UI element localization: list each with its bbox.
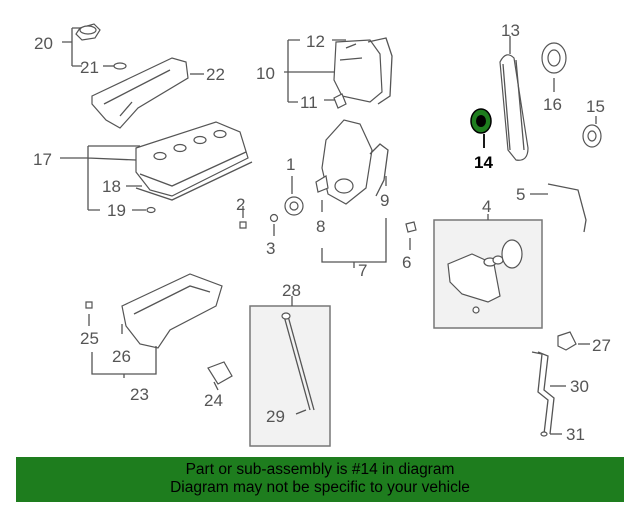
parts-diagram: 20 21 22 17 18 19 10 11 12 13 16 <box>33 21 611 447</box>
banner-line-1: Part or sub-assembly is #14 in diagram <box>185 461 455 478</box>
oil-level-tube-part <box>531 351 555 435</box>
callout-28: 28 <box>282 281 301 300</box>
callout-1: 1 <box>286 155 295 174</box>
callout-23: 23 <box>130 385 149 404</box>
oil-cap-part <box>75 23 101 41</box>
oil-filter-adapter-part <box>557 331 577 351</box>
oil-pan-part <box>121 273 223 349</box>
callout-10: 10 <box>256 64 275 83</box>
highlight-banner: Part or sub-assembly is #14 in diagram D… <box>16 457 624 502</box>
callout-18: 18 <box>102 177 121 196</box>
callout-16: 16 <box>543 95 562 114</box>
callout-8: 8 <box>316 217 325 236</box>
tensioner-part <box>582 124 602 148</box>
cover-gasket-part <box>547 183 587 233</box>
callout-12: 12 <box>306 32 325 51</box>
timing-belt-part <box>499 54 529 161</box>
callout-19: 19 <box>107 201 126 220</box>
cap-gasket-part <box>113 62 127 70</box>
callout-7: 7 <box>358 261 367 280</box>
callout-13: 13 <box>501 21 520 40</box>
callout-6: 6 <box>402 253 411 272</box>
callout-17: 17 <box>33 150 52 169</box>
callout-5: 5 <box>516 185 525 204</box>
callout-27: 27 <box>592 336 611 355</box>
dipstick-group-box <box>249 305 331 447</box>
callout-15: 15 <box>586 97 605 116</box>
timing-cover-upper-part <box>333 37 393 105</box>
callout-22: 22 <box>206 65 225 84</box>
callout-20: 20 <box>34 34 53 53</box>
callout-26: 26 <box>112 347 131 366</box>
callout-4: 4 <box>482 197 491 216</box>
callout-3: 3 <box>266 239 275 258</box>
cylinder-head-cover-part <box>135 121 253 201</box>
callout-21: 21 <box>80 58 99 77</box>
callout-31: 31 <box>566 425 585 444</box>
callout-9: 9 <box>380 191 389 210</box>
banner-line-2: Diagram may not be specific to your vehi… <box>170 479 470 496</box>
callout-25: 25 <box>80 329 99 348</box>
oil-pump-part <box>447 239 523 314</box>
callout-29: 29 <box>266 407 285 426</box>
callout-14: 14 <box>474 153 493 172</box>
crankshaft-pulley-part <box>284 196 304 216</box>
callout-24: 24 <box>204 391 223 410</box>
camshaft-sprocket-part <box>541 42 567 74</box>
engine-cover-part <box>91 57 189 129</box>
timing-cover-lower-part <box>321 119 389 205</box>
callout-11: 11 <box>300 93 318 112</box>
callout-30: 30 <box>570 377 589 396</box>
callout-2: 2 <box>236 195 245 214</box>
idler-pulley-highlighted-part <box>470 108 492 134</box>
dipstick-part <box>281 312 315 411</box>
